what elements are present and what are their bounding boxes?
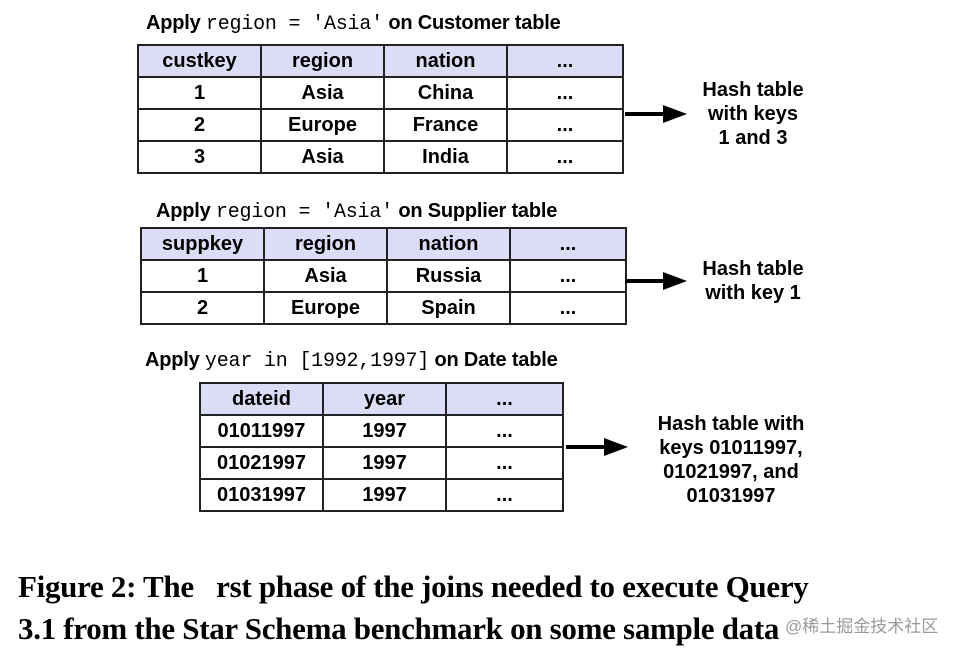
table-header-row: dateid year ... [199,382,564,416]
table-row: 1 Asia China ... [137,76,624,110]
hash-line: Hash table [702,258,804,280]
customer-hash-table-label: Hash table with keys 1 and 3 [686,78,820,150]
hash-line: with key 1 [705,282,801,304]
right-arrow-icon [625,272,687,290]
title-suffix: on Date table [434,349,558,371]
table-header: ... [509,227,627,261]
hash-line: Hash table [702,79,804,101]
table-header: nation [383,44,508,78]
hash-line: keys 01011997, [659,437,803,459]
figure-caption: Figure 2: The rst phase of the joins nee… [18,566,809,650]
table-header: ... [445,382,564,416]
hash-line: 1 and 3 [718,127,788,149]
table-row: 01021997 1997 ... [199,446,564,480]
table-cell: ... [506,108,624,142]
supplier-hash-table-label: Hash table with key 1 [686,257,820,305]
table-header: dateid [199,382,324,416]
table-cell: 1997 [322,446,447,480]
table-cell: 1 [140,259,265,293]
customer-filter-title: Apply region = 'Asia' on Customer table [146,12,561,36]
hash-line: 01021997, and [663,461,799,483]
table-cell: Asia [260,76,385,110]
hash-line: with keys [707,103,799,125]
filter-code: year in [1992,1997] [204,350,430,373]
hash-line: 01031997 [686,485,776,507]
table-cell: ... [509,259,627,293]
table-cell: 01011997 [199,414,324,448]
table-cell: 1997 [322,414,447,448]
table-cell: Russia [386,259,511,293]
table-cell: India [383,140,508,174]
table-cell: 3 [137,140,262,174]
right-arrow-icon [625,105,687,123]
table-cell: 1997 [322,478,447,512]
table-header: region [260,44,385,78]
caption-line: 3.1 from the Star Schema benchmark on so… [18,611,780,646]
table-cell: Europe [260,108,385,142]
table-cell: Asia [260,140,385,174]
filter-code: region = 'Asia' [215,201,393,224]
table-cell: ... [445,446,564,480]
table-cell: Asia [263,259,388,293]
hash-line: Hash table with [657,413,805,435]
table-row: 2 Europe Spain ... [140,291,627,325]
table-cell: 2 [137,108,262,142]
customer-table: custkey region nation ... 1 Asia China .… [137,44,624,174]
title-suffix: on Customer table [388,12,561,34]
table-cell: ... [509,291,627,325]
date-table: dateid year ... 01011997 1997 ... 010219… [199,382,564,512]
right-arrow-icon [566,438,628,456]
watermark: @稀土掘金技术社区 [785,617,939,636]
table-cell: ... [506,140,624,174]
filter-code: region = 'Asia' [205,13,383,36]
date-hash-table-label: Hash table with keys 01011997, 01021997,… [636,412,826,508]
table-cell: 01031997 [199,478,324,512]
date-filter-title: Apply year in [1992,1997] on Date table [145,349,558,373]
table-row: 1 Asia Russia ... [140,259,627,293]
table-header-row: custkey region nation ... [137,44,624,78]
title-prefix: Apply [145,349,200,371]
supplier-table: suppkey region nation ... 1 Asia Russia … [140,227,627,325]
title-prefix: Apply [146,12,201,34]
table-cell: 1 [137,76,262,110]
table-cell: 2 [140,291,265,325]
table-row: 01031997 1997 ... [199,478,564,512]
table-cell: France [383,108,508,142]
table-row: 01011997 1997 ... [199,414,564,448]
table-row: 2 Europe France ... [137,108,624,142]
table-cell: ... [445,414,564,448]
table-cell: ... [506,76,624,110]
table-header: nation [386,227,511,261]
table-cell: China [383,76,508,110]
title-prefix: Apply [156,200,211,222]
table-header: year [322,382,447,416]
table-row: 3 Asia India ... [137,140,624,174]
table-cell: Spain [386,291,511,325]
table-header: region [263,227,388,261]
table-header: custkey [137,44,262,78]
table-cell: ... [445,478,564,512]
table-header: ... [506,44,624,78]
supplier-filter-title: Apply region = 'Asia' on Supplier table [156,200,557,224]
table-header: suppkey [140,227,265,261]
table-header-row: suppkey region nation ... [140,227,627,261]
table-cell: 01021997 [199,446,324,480]
title-suffix: on Supplier table [398,200,558,222]
caption-line: Figure 2: The rst phase of the joins nee… [18,569,809,604]
table-cell: Europe [263,291,388,325]
